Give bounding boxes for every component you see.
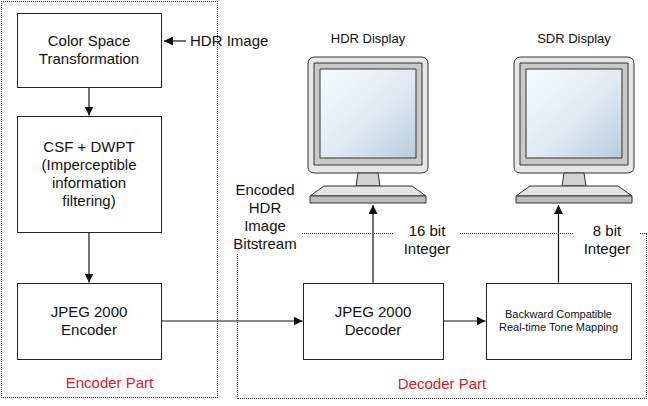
process-box: JPEG 2000 Encoder [17, 283, 162, 360]
part-title: Decoder Part [238, 375, 646, 393]
monitor-part [514, 57, 634, 173]
edge-label: Encoded HDR Image Bitstream [228, 181, 302, 253]
box-text: CSF + DWPT [43, 138, 134, 156]
input-arrow [164, 40, 186, 41]
monitor-part [310, 186, 426, 196]
process-box: Backward Compatible Real-time Tone Mappi… [486, 283, 632, 360]
flow-arrow [162, 320, 303, 321]
process-box: CSF + DWPT(Imperceptible information fil… [17, 116, 162, 233]
flow-arrow [444, 320, 486, 321]
display-label: HDR Display [282, 31, 454, 47]
part-region: Color Space TransformationCSF + DWPT(Imp… [1, 1, 218, 398]
display-label: SDR Display [488, 31, 648, 47]
monitor-part [526, 69, 622, 158]
monitor-drawing [508, 55, 640, 205]
monitor-part [520, 63, 628, 165]
flow-arrow [558, 205, 559, 283]
monitor-part [562, 173, 586, 186]
flow-arrow [88, 233, 89, 283]
monitor-drawing [302, 55, 434, 205]
display-monitor: SDR Display [508, 55, 640, 205]
box-text: (Imperceptible information filtering) [24, 156, 155, 210]
part-title: Encoder Part [2, 374, 217, 392]
monitor-part [516, 186, 632, 196]
box-text: JPEG 2000 Decoder [310, 303, 437, 339]
edge-label: 8 bit Integer [574, 222, 640, 258]
flow-arrow [372, 205, 373, 283]
monitor-part [308, 57, 428, 173]
box-text: JPEG 2000 Encoder [24, 303, 155, 339]
monitor-part [310, 196, 426, 203]
monitor-part [356, 173, 380, 186]
process-box: JPEG 2000 Decoder [303, 283, 444, 360]
flow-arrow [88, 88, 89, 116]
monitor-part [516, 196, 632, 203]
monitor-part [320, 69, 416, 158]
process-box: Color Space Transformation [17, 13, 162, 88]
display-monitor: HDR Display [302, 55, 434, 205]
box-text: Color Space Transformation [24, 32, 155, 68]
edge-label: 16 bit Integer [394, 222, 460, 258]
box-text: Backward Compatible Real-time Tone Mappi… [493, 308, 625, 334]
monitor-part [314, 63, 422, 165]
input-label: HDR Image [190, 32, 268, 49]
